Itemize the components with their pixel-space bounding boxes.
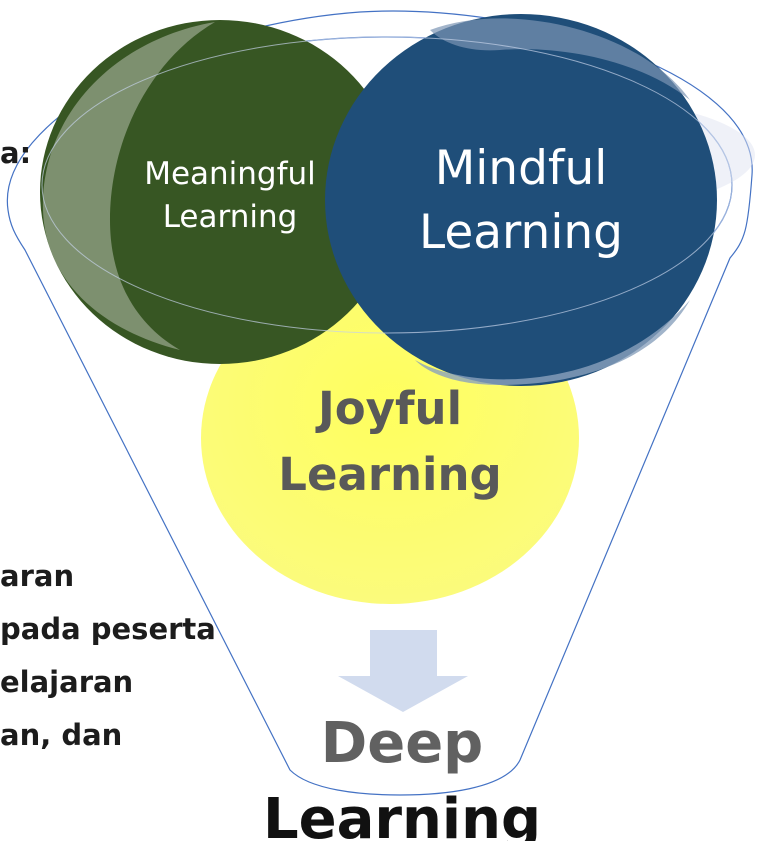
joyful-label-line2: Learning: [278, 448, 501, 501]
side-text-line-3: elajaran: [0, 665, 133, 699]
meaningful-label-line2: Learning: [163, 199, 298, 235]
side-text-top: a:: [0, 136, 31, 170]
side-text-line-1: aran: [0, 559, 74, 593]
deep-label: Deep: [321, 711, 484, 776]
funnel-rim-overlay: [41, 36, 733, 334]
meaningful-label-line1: Meaningful: [144, 156, 316, 192]
side-text-line-4: an, dan: [0, 718, 122, 752]
mindful-label-line1: Mindful: [435, 141, 608, 196]
joyful-label-line1: Joyful: [315, 382, 462, 435]
down-arrow-icon: [338, 630, 468, 712]
meaningful-learning-fade: [42, 22, 216, 350]
side-text-line-2: pada peserta: [0, 612, 216, 646]
mindful-learning-circle: [325, 14, 717, 386]
mindful-learning-fade-top: [430, 18, 690, 100]
learning-label: Learning: [263, 787, 541, 841]
mindful-label-line2: Learning: [419, 205, 623, 260]
